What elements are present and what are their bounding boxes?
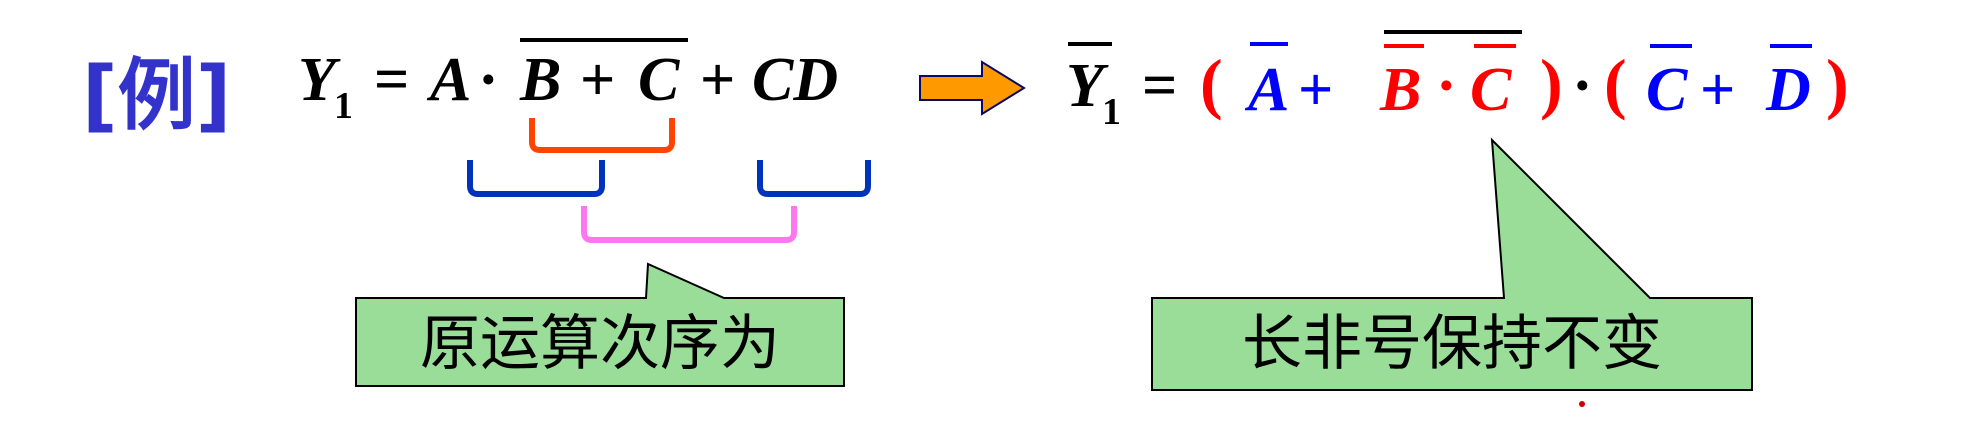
left-dot: · — [478, 46, 499, 114]
right-plus-2: + — [1700, 56, 1735, 124]
right-c-1: C — [1470, 56, 1512, 124]
left-over-c: C — [638, 46, 680, 114]
callout-left-text: 原运算次序为 — [420, 309, 780, 379]
right-dot-2: · — [1572, 52, 1593, 120]
right-open-paren-2: ( — [1604, 45, 1627, 121]
right-arrow-icon — [919, 60, 1026, 116]
right-formula: Y 1 = ( A + B · C ) · ( C + D ) — [1066, 30, 1849, 133]
left-plus-2: + — [700, 46, 735, 114]
orange-bracket — [529, 118, 675, 153]
right-y: Y — [1066, 52, 1109, 120]
red-dot-mark — [1579, 401, 1585, 407]
right-a: A — [1244, 56, 1289, 124]
right-y-subscript: 1 — [1102, 91, 1121, 133]
left-y-subscript: 1 — [334, 85, 353, 127]
right-d: D — [1765, 56, 1811, 124]
callout-left-shape — [355, 262, 845, 387]
blue-bracket-right — [757, 160, 871, 197]
example-label: [例] — [82, 51, 231, 141]
callout-right-text: 长非号保持不变 — [1242, 309, 1662, 379]
left-term-a: A — [426, 46, 471, 114]
right-close-paren-2: ) — [1826, 45, 1849, 121]
left-formula: Y 1 = A · B + C + CD — [298, 38, 838, 127]
left-equals: = — [374, 46, 409, 114]
callout-left: 原运算次序为 — [355, 262, 845, 387]
right-open-paren-1: ( — [1200, 45, 1223, 121]
right-close-paren-1: ) — [1540, 45, 1563, 121]
callout-right-shape — [1151, 137, 1753, 391]
left-plus: + — [580, 46, 615, 114]
blue-bracket-left — [467, 160, 605, 197]
right-equals: = — [1142, 52, 1177, 120]
right-plus-1: + — [1298, 56, 1333, 124]
right-dot-1: · — [1436, 52, 1457, 120]
pink-bracket — [581, 206, 797, 243]
left-over-b: B — [519, 46, 561, 114]
left-y: Y — [298, 46, 341, 114]
callout-right: 长非号保持不变 — [1151, 137, 1753, 391]
right-b: B — [1379, 56, 1421, 124]
right-c-2: C — [1646, 56, 1688, 124]
left-term-cd: CD — [752, 46, 838, 114]
